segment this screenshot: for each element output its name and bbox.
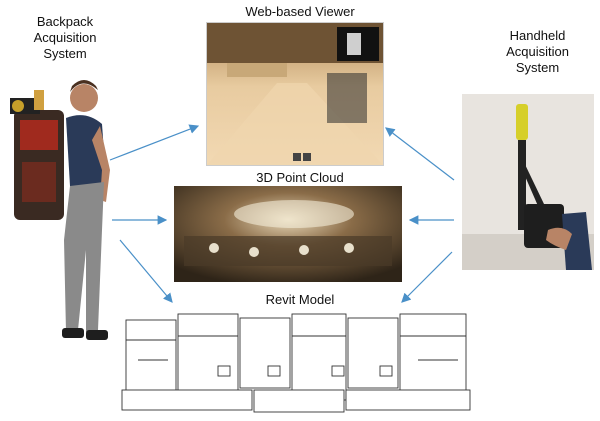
handheld-label: Handheld Acquisition System	[490, 28, 585, 76]
arrow-handheld-to-viewer	[385, 127, 455, 181]
revit-model-image	[118, 310, 474, 416]
backpack-label-line3: System	[43, 46, 87, 61]
handheld-label-line1: Handheld	[509, 28, 566, 43]
backpack-label-line2: Acquisition	[33, 30, 97, 45]
arrow-handheld-to-revit	[401, 251, 453, 303]
backpack-label: Backpack Acquisition System	[20, 14, 110, 62]
handheld-label-line3: System	[515, 60, 560, 75]
backpack-label-line1: Backpack	[36, 14, 94, 29]
arrow-backpack-to-viewer	[109, 124, 200, 161]
handheld-label-line2: Acquisition	[506, 44, 569, 59]
point-cloud-image	[174, 186, 402, 282]
backpack-person-image	[4, 70, 122, 415]
point-cloud-title: 3D Point Cloud	[256, 170, 344, 185]
handheld-device-image	[462, 94, 594, 270]
arrow-backpack-to-revit	[119, 239, 173, 303]
revit-model-title: Revit Model	[265, 292, 335, 307]
web-viewer-image	[206, 22, 384, 166]
web-viewer-title: Web-based Viewer	[245, 4, 355, 19]
